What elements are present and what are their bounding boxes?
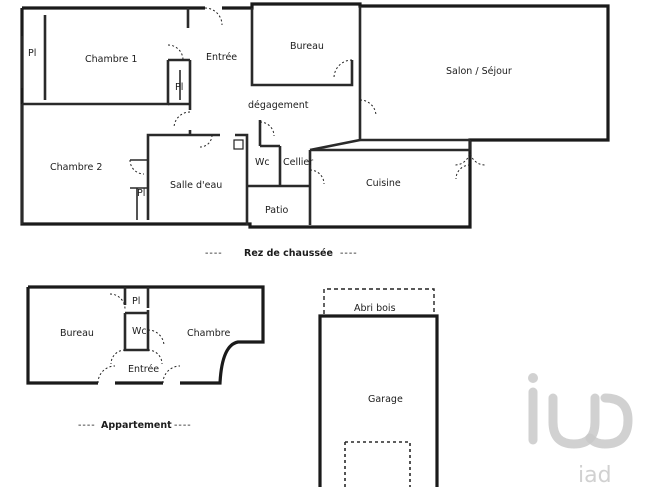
- room-label-chambre1: Chambre 1: [85, 54, 137, 65]
- room-label-salon: Salon / Séjour: [446, 66, 512, 77]
- room-label-placard: Pl: [28, 48, 36, 59]
- caption-dashes: ----: [340, 248, 358, 259]
- caption-dashes: ----: [78, 420, 96, 431]
- room-label-wc: Wc: [255, 157, 270, 168]
- room-label-entree: Entrée: [128, 364, 159, 375]
- abri-bois-outline: [323, 288, 435, 314]
- degagement-walls: [20, 60, 361, 225]
- entry-door-swing: [97, 365, 181, 384]
- entree-walls: [250, 6, 362, 140]
- caption-appartement: Appartement: [101, 420, 172, 431]
- room-label-wc: Wc: [132, 326, 147, 337]
- caption-rez-de-chaussee: Rez de chaussée: [244, 248, 333, 259]
- door-swing: [359, 99, 377, 117]
- salon-kitchen-wall: [310, 138, 472, 152]
- garage-door: [344, 441, 411, 487]
- room-label-bureau: Bureau: [290, 41, 324, 52]
- door-swing: [167, 44, 184, 61]
- door-swing: [455, 164, 471, 180]
- door-swing: [333, 59, 353, 79]
- entry-door-swing: [204, 7, 223, 26]
- room-label-degagement: dégagement: [248, 100, 309, 111]
- door-swing: [147, 329, 165, 347]
- apartment-inner-walls: [123, 287, 150, 352]
- room-label-chambre2: Chambre 2: [50, 162, 102, 173]
- ground-floor-outer-wall: [20, 2, 610, 229]
- watermark-logo-stroke: [548, 393, 600, 449]
- room-label-cuisine: Cuisine: [366, 178, 401, 189]
- door-swing: [259, 121, 275, 137]
- watermark-logo-text: iad: [578, 463, 612, 487]
- duct-marker: [233, 139, 244, 150]
- door-swing: [309, 169, 325, 185]
- room-label-cellier: Cellier: [283, 157, 313, 168]
- door-swing: [199, 134, 213, 148]
- watermark-logo-dot: [528, 373, 538, 383]
- kitchen-door-swing: [454, 149, 486, 166]
- door-swing: [173, 111, 191, 129]
- iad-watermark-logo: iad: [528, 373, 633, 487]
- room-label-entree: Entrée: [206, 52, 237, 63]
- door-swing: [147, 349, 163, 365]
- room-label-patio: Patio: [265, 205, 288, 216]
- garage-walls: [318, 314, 439, 487]
- apartment-outer-wall: [26, 285, 265, 385]
- outbuilding-plan: Abri bois Garage: [318, 288, 439, 487]
- caption-dashes: ----: [205, 248, 223, 259]
- room-label-abri-bois: Abri bois: [354, 303, 396, 314]
- door-swing: [129, 159, 145, 175]
- room-label-placard: Pl: [132, 296, 140, 307]
- caption-dashes: ----: [174, 420, 192, 431]
- closet-walls: [21, 36, 181, 220]
- door-swing: [109, 293, 126, 310]
- ground-floor-plan: Chambre 1 Pl Entrée Pl Bureau Salon / Sé…: [20, 2, 610, 259]
- room-label-bureau: Bureau: [60, 328, 94, 339]
- door-swing: [110, 349, 126, 365]
- room-label-placard: Pl: [137, 188, 145, 199]
- apartment-plan: Pl Bureau Wc Chambre Entrée ---- Apparte…: [26, 285, 265, 431]
- room-label-placard: Pl: [175, 82, 183, 93]
- watermark-logo-stroke: [585, 393, 633, 449]
- room-label-garage: Garage: [368, 394, 403, 405]
- room-label-chambre: Chambre: [187, 328, 230, 339]
- room-label-salle-eau: Salle d'eau: [170, 180, 222, 191]
